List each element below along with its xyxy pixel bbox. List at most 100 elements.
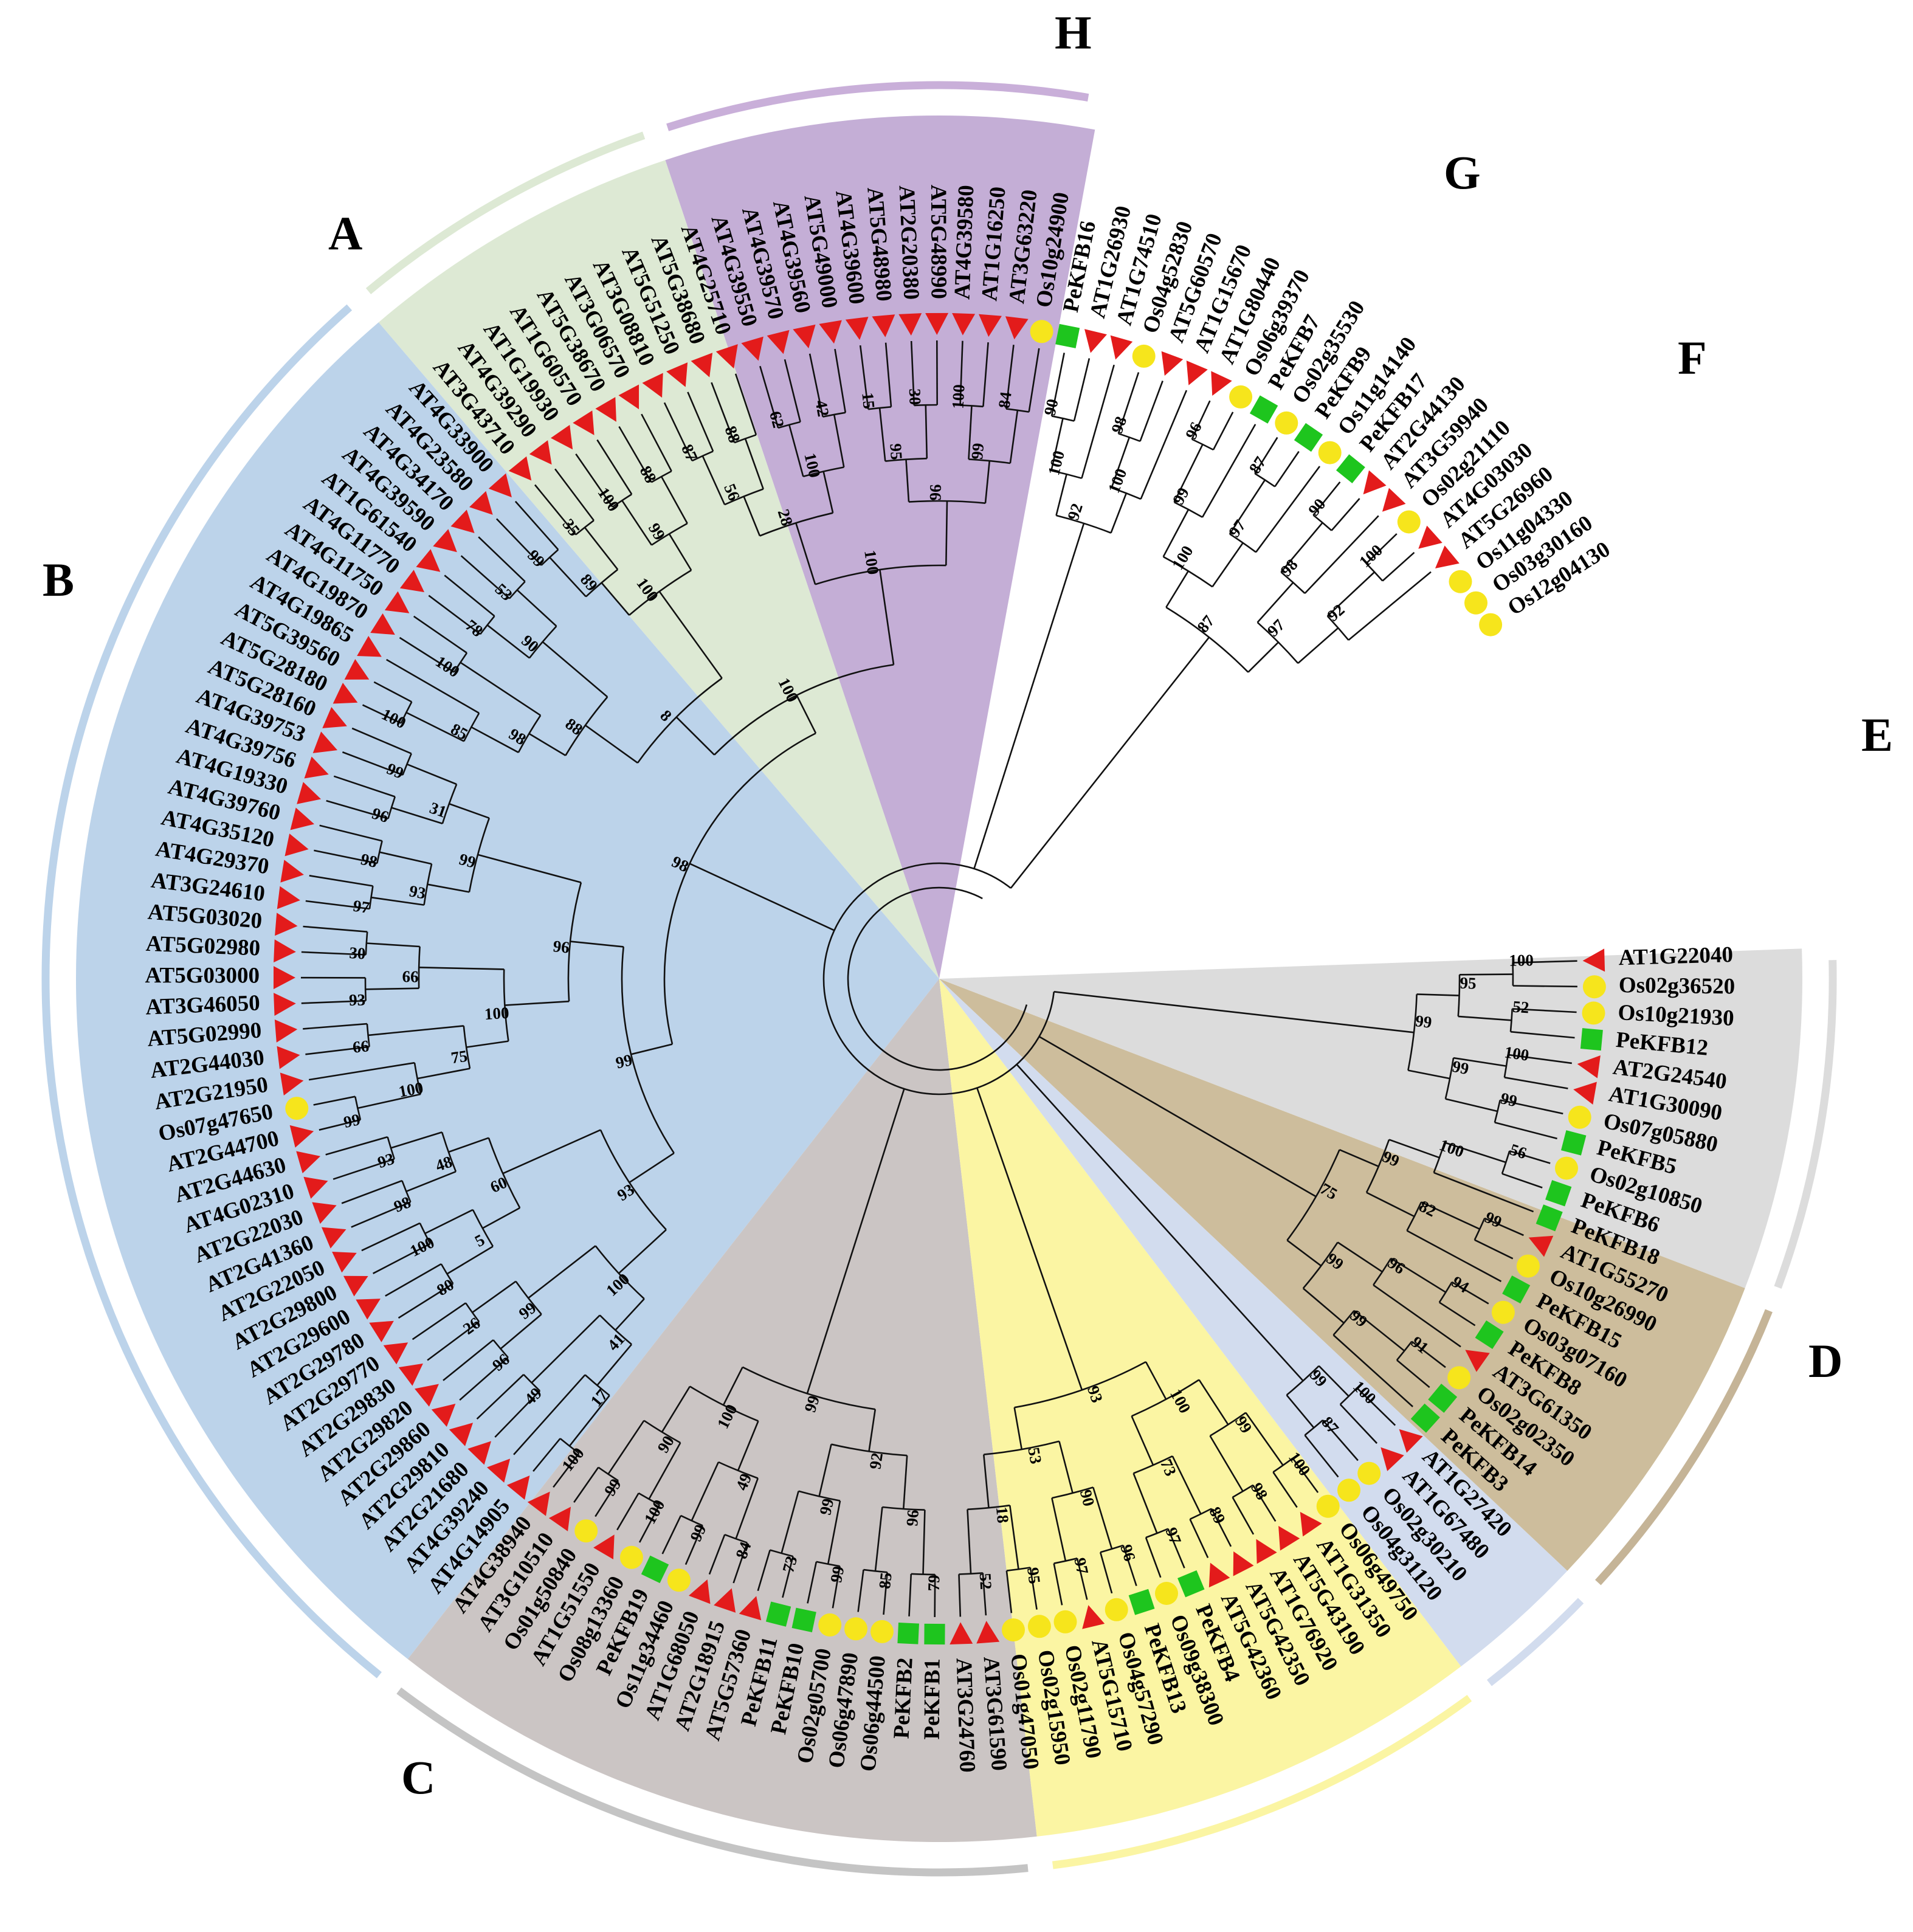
bootstrap-value: 97 <box>1264 616 1288 640</box>
bootstrap-value: 87 <box>1193 612 1218 636</box>
rice-marker <box>1555 1157 1578 1180</box>
bootstrap-value: 90 <box>1041 397 1062 417</box>
bootstrap-value: 42 <box>812 399 832 418</box>
bootstrap-value: 53 <box>1024 1446 1045 1466</box>
arabidopsis-marker <box>1354 471 1386 502</box>
rice-marker <box>1132 345 1156 368</box>
rice-marker <box>1054 1610 1077 1634</box>
rice-marker <box>1105 1598 1128 1621</box>
bootstrap-value: 96 <box>552 937 570 957</box>
bootstrap-value: 97 <box>352 897 371 917</box>
rice-marker <box>1492 1301 1515 1324</box>
bootstrap-value: 92 <box>1324 601 1348 625</box>
bamboo-marker <box>1580 1028 1603 1051</box>
bamboo-marker <box>1294 423 1323 452</box>
leaf-label: AT5G03000 <box>145 963 260 988</box>
arabidopsis-marker <box>1080 329 1107 356</box>
bootstrap-value: 100 <box>1356 541 1386 571</box>
bootstrap-value: 100 <box>1105 466 1131 496</box>
bootstrap-value: 95 <box>886 443 906 460</box>
rice-marker <box>1447 1366 1470 1389</box>
rice-marker <box>1449 570 1472 593</box>
rice-marker <box>1357 1462 1380 1485</box>
rice-marker <box>1464 592 1487 615</box>
bamboo-marker <box>1250 395 1278 423</box>
bootstrap-value: 99 <box>827 1565 848 1584</box>
bamboo-marker <box>792 1608 816 1632</box>
leaf-label: Os02g36520 <box>1619 973 1735 999</box>
leaf-label: PeKFB1 <box>920 1658 945 1740</box>
clade-label-d: D <box>1808 1334 1842 1387</box>
rice-marker <box>1002 1618 1025 1641</box>
leaf-label: AT5G02980 <box>145 931 261 961</box>
bootstrap-value: 100 <box>1509 951 1534 969</box>
bootstrap-value: 96 <box>926 484 944 500</box>
bootstrap-value: 93 <box>349 991 366 1009</box>
rice-marker <box>1583 975 1606 998</box>
arabidopsis-marker <box>1178 361 1208 390</box>
rice-marker <box>844 1617 867 1640</box>
bootstrap-value: 99 <box>968 442 987 460</box>
bootstrap-value: 93 <box>408 881 427 902</box>
bamboo-marker <box>1336 454 1365 483</box>
bootstrap-value: 15 <box>858 392 878 410</box>
bootstrap-value: 100 <box>1503 1043 1531 1064</box>
bootstrap-value: 99 <box>1169 485 1193 508</box>
rice-marker <box>1275 412 1298 435</box>
bootstrap-value: 79 <box>925 1575 943 1592</box>
bootstrap-value: 97 <box>1225 517 1249 540</box>
bootstrap-value: 90 <box>1305 495 1329 519</box>
bootstrap-value: 75 <box>450 1047 469 1068</box>
bamboo-marker <box>1055 324 1080 348</box>
bootstrap-value: 66 <box>352 1037 370 1057</box>
clade-label-b: B <box>43 553 74 606</box>
bootstrap-value: 98 <box>1277 556 1301 580</box>
clade-label-c: C <box>401 1751 435 1804</box>
bootstrap-value: 95 <box>1024 1566 1044 1585</box>
leaf-label: AT3G46050 <box>145 990 261 1019</box>
leaf-label: AT5G48990 <box>926 184 951 299</box>
bootstrap-value: 30 <box>349 944 367 963</box>
arabidopsis-marker <box>1105 336 1132 363</box>
bootstrap-value: 52 <box>1512 998 1529 1017</box>
bootstrap-value: 85 <box>875 1571 895 1590</box>
rice-marker <box>1398 511 1421 534</box>
rice-marker <box>574 1519 598 1542</box>
rice-marker <box>1030 320 1053 343</box>
bootstrap-value: 98 <box>1108 414 1130 435</box>
rice-marker <box>818 1613 841 1637</box>
rice-marker <box>870 1620 894 1643</box>
clade-label-h: H <box>1055 6 1092 59</box>
leaf-label: AT2G20380 <box>894 185 924 300</box>
bamboo-marker <box>924 1624 945 1644</box>
rice-marker <box>1155 1582 1178 1605</box>
clade-label-f: F <box>1678 331 1707 384</box>
rice-marker <box>1337 1478 1360 1502</box>
bootstrap-value: 100 <box>1168 542 1197 573</box>
bootstrap-value: 92 <box>866 1452 886 1471</box>
bootstrap-value: 18 <box>993 1506 1012 1524</box>
rice-marker <box>620 1546 643 1569</box>
bootstrap-value: 30 <box>906 388 925 405</box>
rice-marker <box>667 1568 691 1592</box>
bootstrap-value: 100 <box>484 1004 509 1023</box>
rice-marker <box>1479 613 1502 637</box>
rice-marker <box>1318 441 1342 464</box>
rice-marker <box>1028 1615 1051 1638</box>
bootstrap-value: 96 <box>1182 419 1205 442</box>
leaf-label: AT3G24760 <box>951 1658 980 1773</box>
bootstrap-value: 99 <box>1451 1057 1470 1078</box>
bootstrap-value: 99 <box>1415 1012 1433 1032</box>
rice-marker <box>1517 1255 1540 1278</box>
clade-label-g: G <box>1444 146 1481 199</box>
leaf-label: PeKFB2 <box>889 1657 918 1739</box>
rice-marker <box>1229 385 1252 409</box>
bootstrap-value: 100 <box>948 384 968 409</box>
arabidopsis-marker <box>1154 351 1183 380</box>
bootstrap-value: 96 <box>903 1509 922 1527</box>
arabidopsis-marker <box>1202 371 1232 401</box>
bootstrap-value: 95 <box>1460 974 1477 993</box>
clade-label-e: E <box>1861 708 1893 761</box>
